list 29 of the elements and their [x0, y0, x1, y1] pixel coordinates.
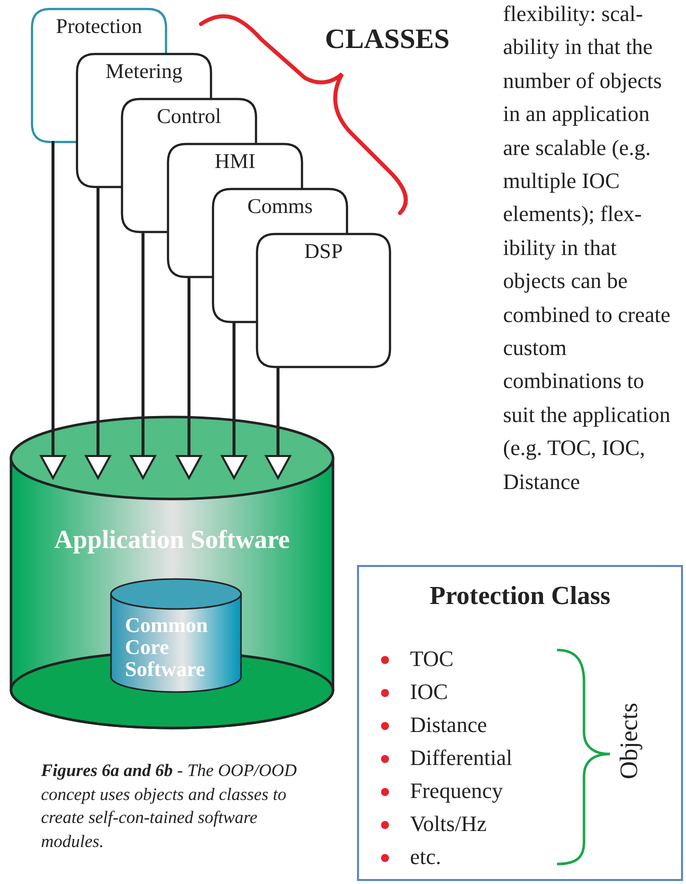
class-name: DSP [303, 239, 344, 263]
arrow [130, 231, 156, 479]
panel-title: Protection Class [428, 581, 612, 611]
body-text: flexibility: scal-ability in that the number of objects in an application are scalable (e.g. multiple IOC elements); flex-ibility in that objects can be combined to create custom combinations to suit the application (e.g. TOC, IOC, Distance [503, 0, 672, 496]
application-cylinder [9, 415, 335, 731]
list-item: Differential [410, 744, 512, 772]
class-box [213, 189, 347, 322]
class-name: Protection [54, 14, 144, 38]
arrow [40, 141, 66, 479]
arrow [85, 186, 111, 479]
heading: CLASSES [325, 23, 451, 57]
figure-caption: Figures 6a and 6b - The OOP/OOD concept uses objects and classes to create self-con-tained software modules. [41, 759, 298, 852]
arrow [221, 321, 247, 479]
list-item: TOC [410, 645, 454, 673]
class-panel [357, 565, 683, 881]
core-cylinder [110, 578, 242, 693]
list-item: Frequency [410, 777, 503, 805]
class-name: Metering [104, 59, 184, 83]
class-name: Comms [246, 194, 314, 218]
class-box [257, 234, 390, 367]
list-item: IOC [410, 678, 448, 706]
arrow [265, 366, 291, 479]
class-name: HMI [214, 149, 256, 173]
brace-label: Objects [616, 702, 644, 780]
arrow [176, 276, 202, 479]
list-item: Distance [410, 711, 487, 739]
class-name: Control [156, 104, 222, 128]
list-item: etc. [410, 843, 442, 871]
list-item: Volts/Hz [410, 810, 487, 838]
